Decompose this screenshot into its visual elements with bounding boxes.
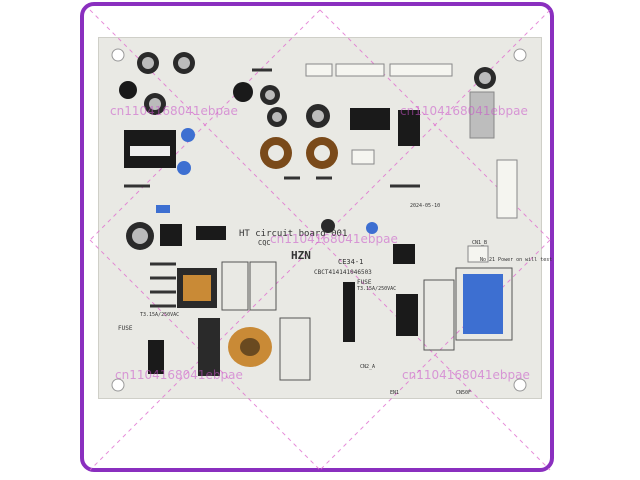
board-note: No 21 Power on will test xyxy=(480,257,553,263)
connectors xyxy=(305,63,518,263)
fuse2-label: FUSE xyxy=(118,325,133,332)
fuse-holder xyxy=(148,282,355,374)
watermark-text: cn1104168041ebpae xyxy=(400,104,528,118)
transformer xyxy=(124,130,217,308)
board-silkscreen-title: HT circuit board 001 xyxy=(239,229,348,239)
cqc-mark: CQC xyxy=(258,239,271,247)
board-code-small: CE34-1 xyxy=(338,258,364,266)
watermark-text: cn1104168041ebpae xyxy=(270,232,398,246)
ics xyxy=(160,108,420,376)
circuit-board xyxy=(98,37,542,399)
fuse2-rating: T3.15A/250VAC xyxy=(140,312,180,318)
bottom-mid-label: CN2_A xyxy=(360,364,376,370)
watermark-text: cn1104168041ebpae xyxy=(402,368,530,382)
heatsink xyxy=(469,91,495,139)
fuse-rating: T3.15A/250VAC xyxy=(357,286,397,292)
capacitors xyxy=(119,52,496,250)
mounting-holes xyxy=(111,48,527,392)
connector-label: CN1_B xyxy=(472,240,488,246)
bottom-right-label: CN50F xyxy=(456,390,472,396)
board-part-code: CBCT414141046503 xyxy=(314,269,372,276)
watermark-text: cn1104168041ebpae xyxy=(110,104,238,118)
fuse-label: FUSE xyxy=(357,279,372,286)
silkscreen-outlines xyxy=(221,261,513,381)
bottom-left-label: EN1 xyxy=(390,390,400,396)
blue-components xyxy=(156,128,503,334)
board-model-label: HZN xyxy=(291,249,311,262)
watermark-text: cn1104168041ebpae xyxy=(115,368,243,382)
date-code: 2024-05-10 xyxy=(410,203,441,209)
resistors xyxy=(124,68,420,308)
toroid-coils xyxy=(228,137,338,367)
